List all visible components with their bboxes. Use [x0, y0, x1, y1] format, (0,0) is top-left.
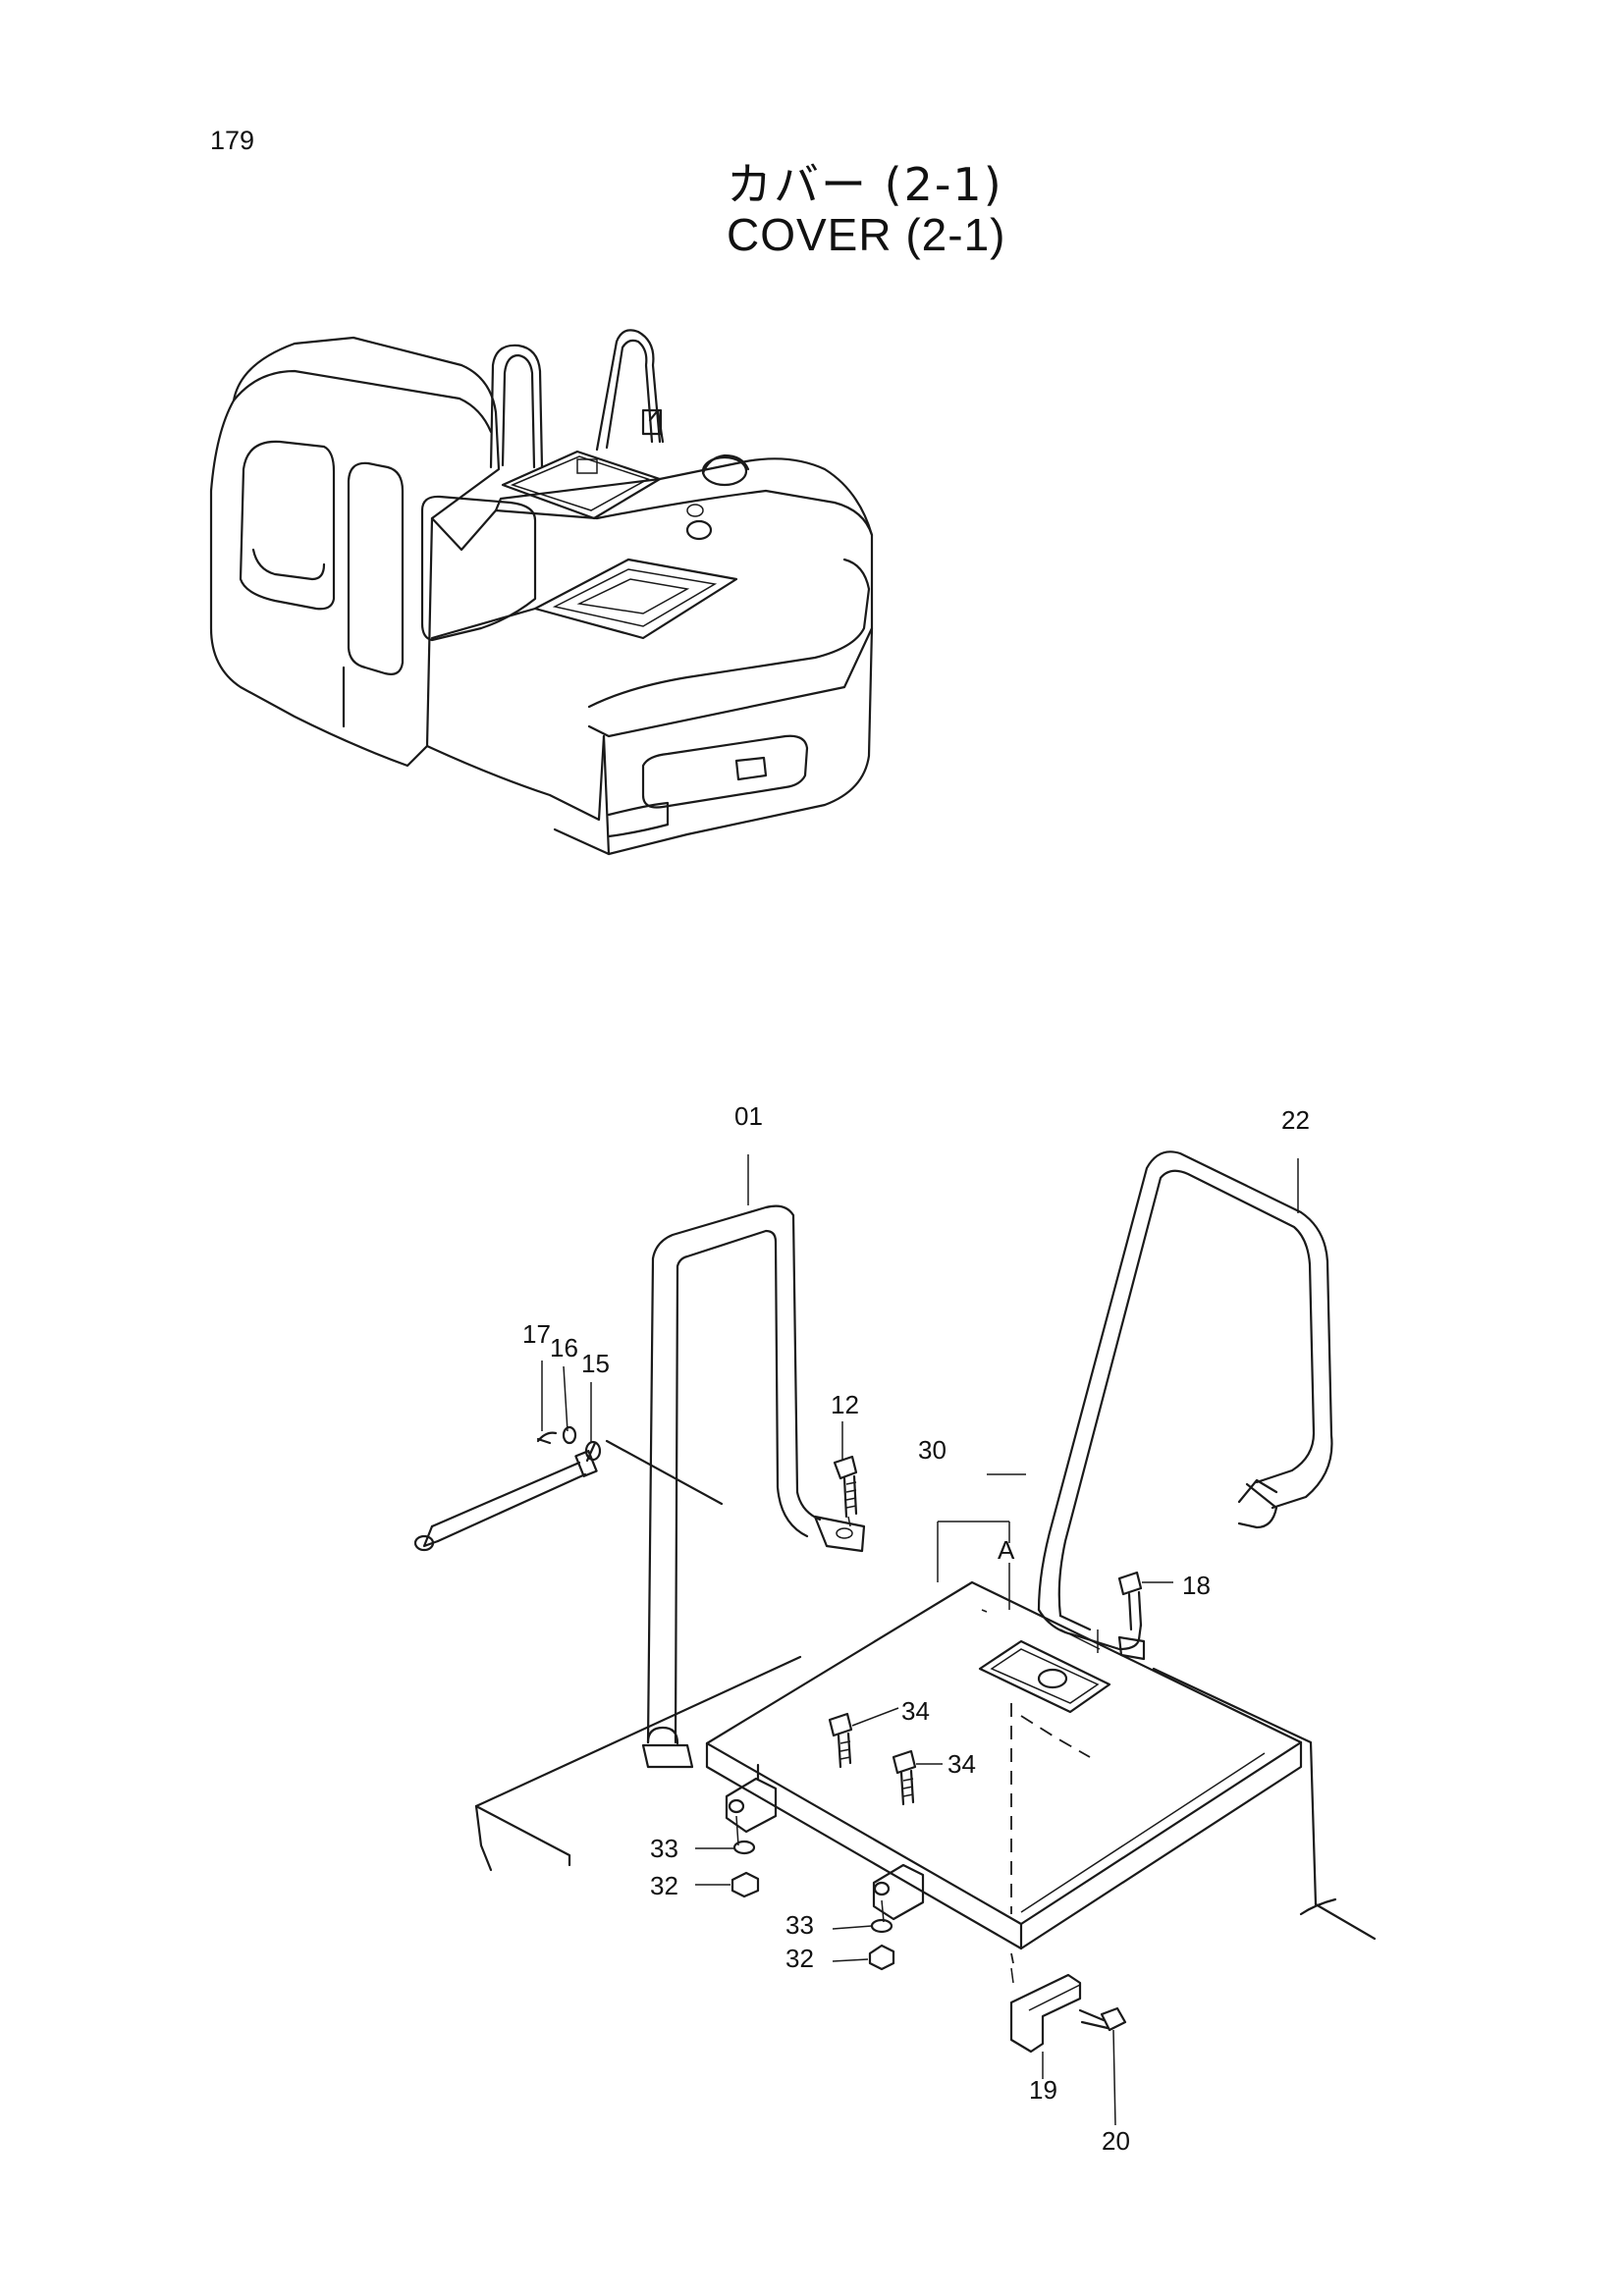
callout-32-right: 32	[785, 1944, 814, 1973]
callout-33-left: 33	[650, 1834, 678, 1863]
title-japanese: カバー (2-1)	[727, 158, 1003, 211]
callout-A: A	[998, 1535, 1015, 1565]
callout-19: 19	[1029, 2075, 1057, 2105]
title-english: COVER (2-1)	[727, 209, 1006, 260]
callout-01: 01	[734, 1101, 763, 1131]
callout-33-right: 33	[785, 1910, 814, 1940]
callout-34-lower: 34	[947, 1749, 976, 1779]
callout-17: 17	[522, 1319, 551, 1349]
callout-15: 15	[581, 1349, 610, 1378]
callout-22: 22	[1281, 1105, 1310, 1135]
machine-overview-illustration	[209, 329, 874, 856]
callout-30: 30	[918, 1435, 947, 1465]
callout-18: 18	[1182, 1571, 1211, 1600]
callout-20: 20	[1102, 2126, 1130, 2156]
exploded-parts-view	[413, 1150, 1377, 2126]
callout-34-upper: 34	[901, 1696, 930, 1726]
callout-16: 16	[550, 1333, 578, 1362]
page-number: 179	[210, 126, 255, 155]
callout-32-left: 32	[650, 1871, 678, 1900]
callout-12: 12	[831, 1390, 859, 1419]
